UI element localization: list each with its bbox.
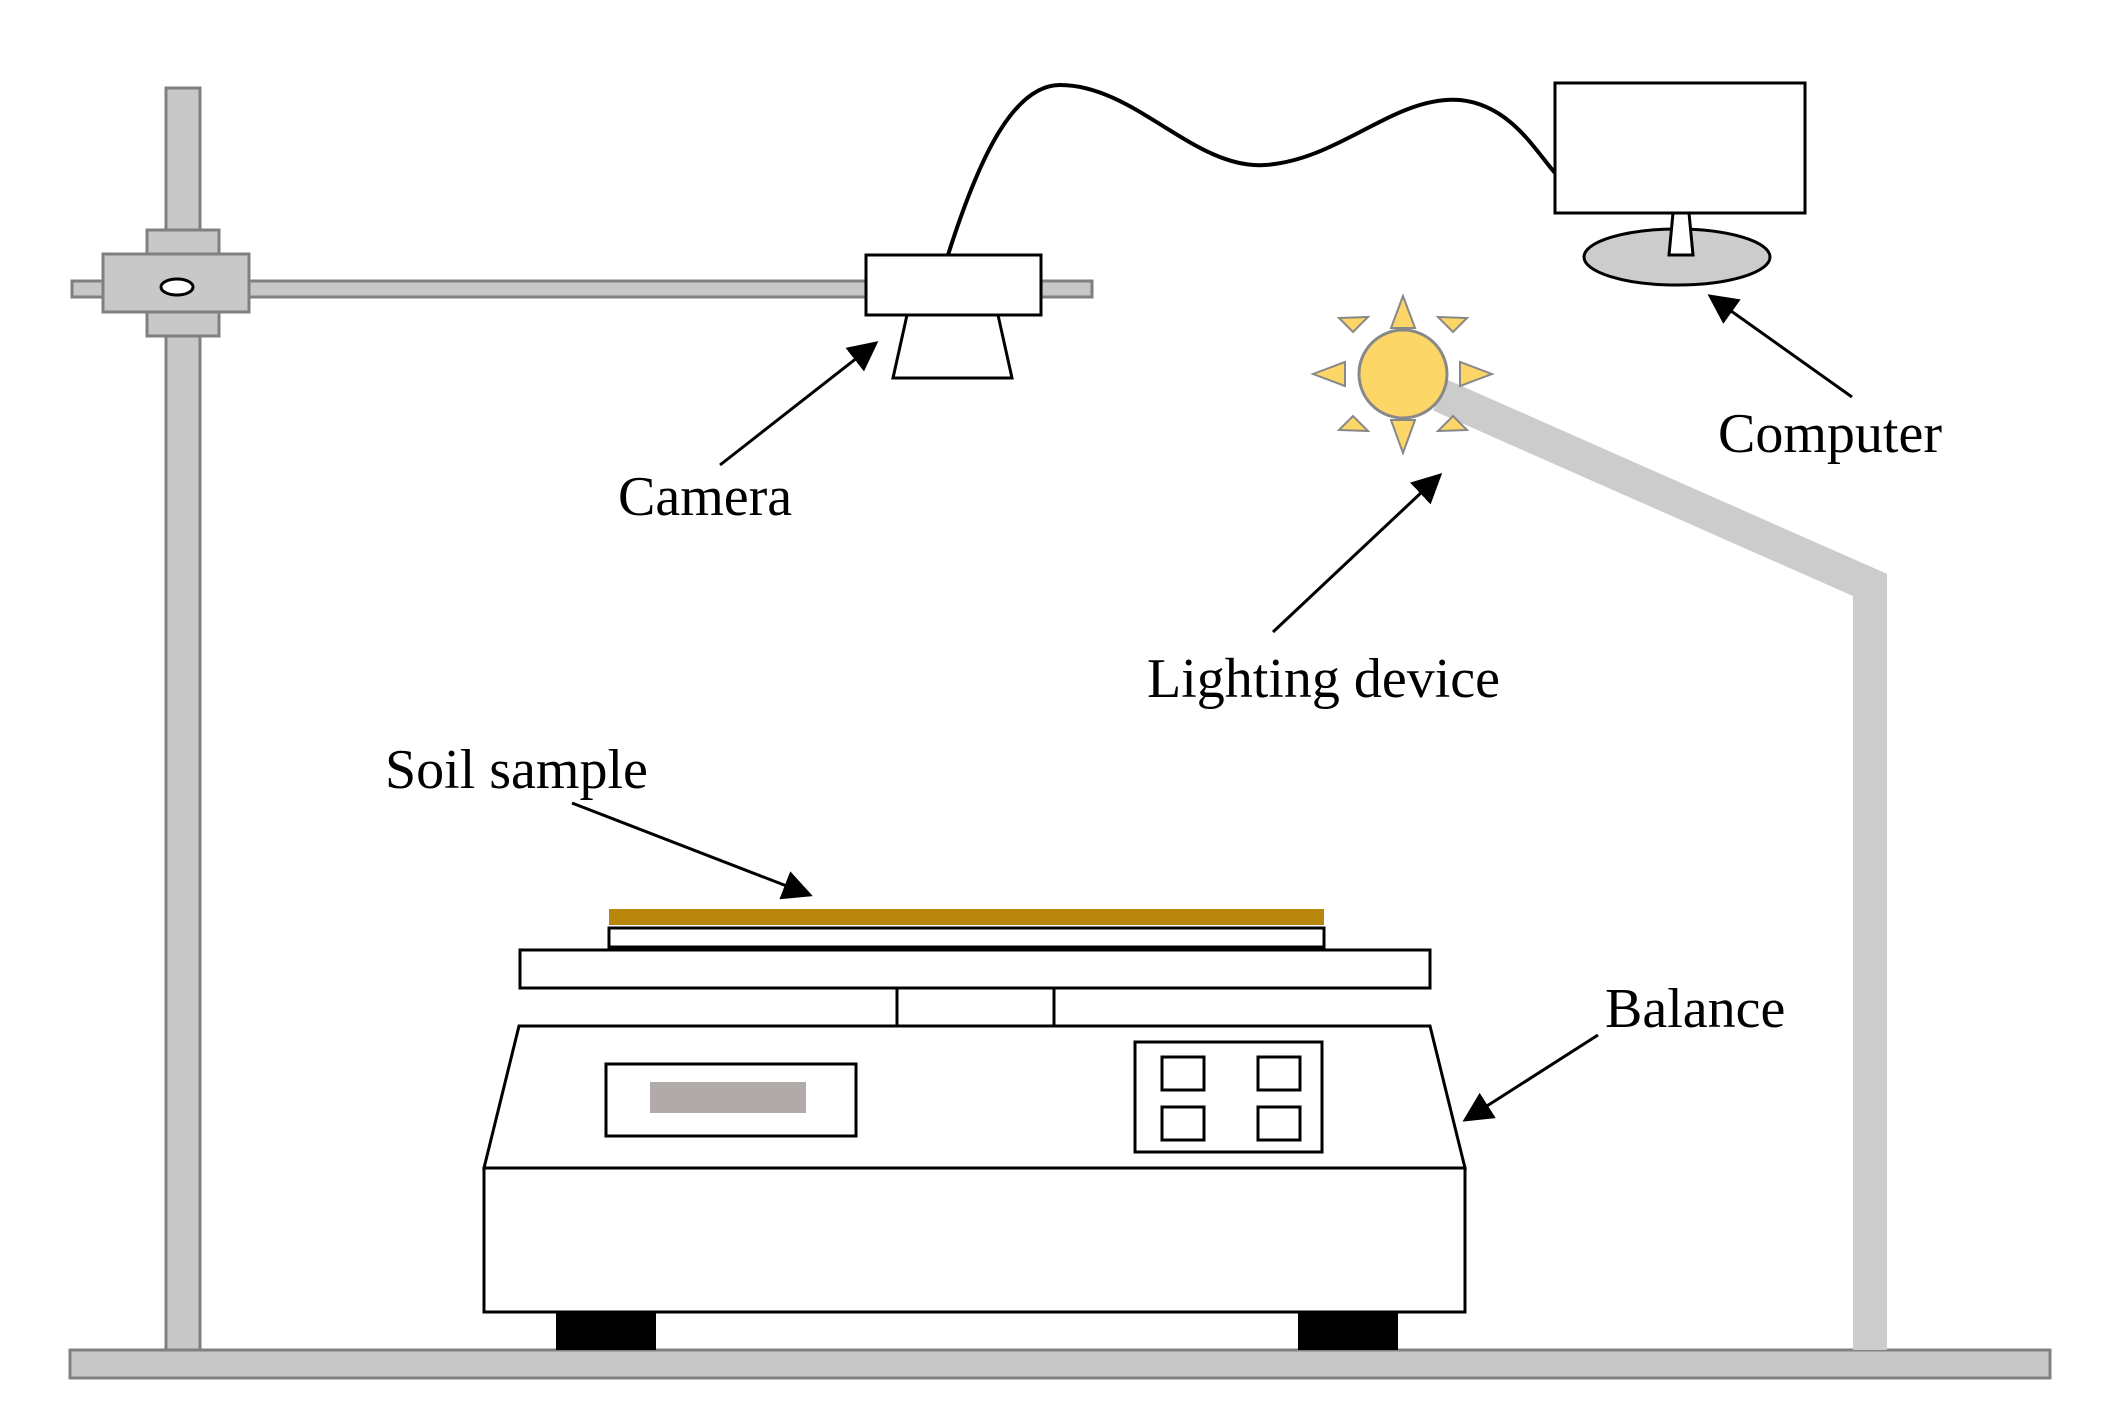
keypad-button bbox=[1256, 1105, 1302, 1142]
balance-foot-left bbox=[556, 1312, 656, 1350]
computer-arrow bbox=[1707, 294, 1853, 399]
camera-cable bbox=[946, 82, 1557, 256]
balance-foot-right bbox=[1298, 1312, 1398, 1350]
clamp-screw-icon bbox=[159, 277, 195, 297]
lighting-arrow bbox=[1271, 472, 1443, 634]
balance-label: Balance bbox=[1605, 978, 1785, 1040]
balance-lower-body bbox=[482, 1166, 1467, 1314]
sample-tray bbox=[607, 926, 1326, 949]
retort-stand bbox=[70, 86, 1094, 1352]
computer-stand-neck bbox=[1667, 211, 1695, 257]
sun-rays bbox=[1310, 293, 1495, 456]
balance-pan-support bbox=[895, 986, 1056, 1028]
balance-display-screen bbox=[650, 1082, 806, 1113]
camera-label: Camera bbox=[618, 466, 792, 528]
balance-arrow bbox=[1462, 1033, 1599, 1122]
lamp-arm bbox=[1433, 379, 1887, 1350]
keypad-button bbox=[1256, 1055, 1302, 1092]
clamp-top bbox=[145, 228, 221, 256]
keypad-button bbox=[1160, 1105, 1206, 1142]
soil-sample-layer bbox=[609, 909, 1324, 925]
sun-core bbox=[1357, 328, 1449, 420]
camera bbox=[864, 253, 1043, 380]
balance-pan bbox=[518, 948, 1432, 990]
computer-label: Computer bbox=[1718, 403, 1942, 465]
computer-monitor bbox=[1553, 81, 1807, 215]
keypad-button bbox=[1160, 1055, 1206, 1092]
camera-arrow bbox=[719, 341, 879, 467]
base-plate bbox=[68, 1348, 2052, 1380]
stand-horizontal-rod bbox=[70, 279, 1094, 299]
computer bbox=[1553, 81, 1807, 287]
balance bbox=[482, 948, 1467, 1350]
camera-body bbox=[864, 253, 1043, 317]
clamp-bottom bbox=[145, 310, 221, 338]
balance-keypad bbox=[1133, 1040, 1324, 1154]
sun-icon bbox=[1310, 293, 1495, 456]
camera-lens bbox=[891, 313, 1014, 380]
soil-sample-label: Soil sample bbox=[385, 739, 648, 801]
lighting-device-label: Lighting device bbox=[1147, 648, 1500, 710]
soil-sample-arrow bbox=[571, 801, 813, 900]
